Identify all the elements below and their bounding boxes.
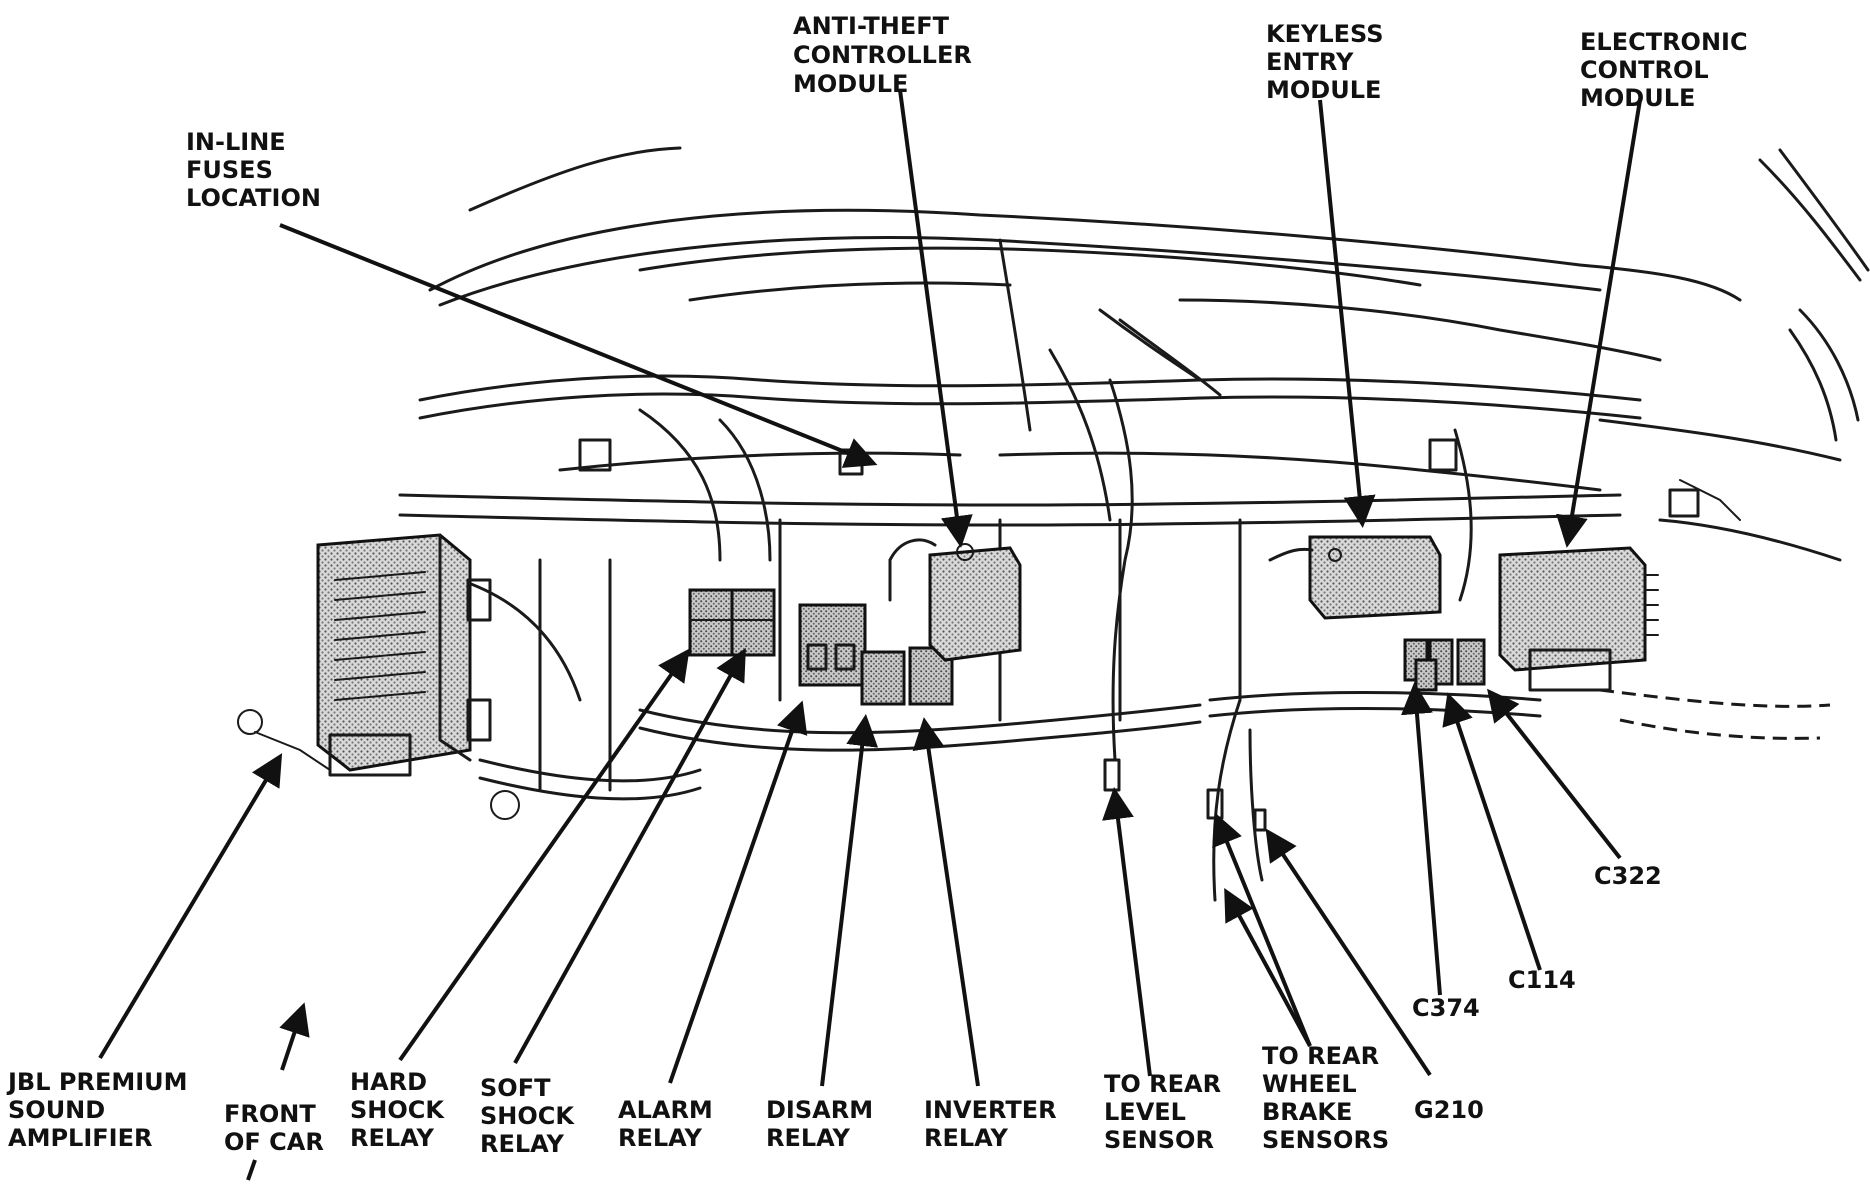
label-electronic-control: ELECTRONIC CONTROL MODULE xyxy=(1580,28,1756,112)
label-disarm-relay: DISARM RELAY xyxy=(766,1096,881,1152)
callout-labels: ANTI-THEFT CONTROLLER MODULE KEYLESS ENT… xyxy=(6,12,1756,1158)
label-jbl-amplifier: JBL PREMIUM SOUND AMPLIFIER xyxy=(6,1068,196,1152)
label-g210: G210 xyxy=(1414,1096,1484,1124)
label-soft-shock-relay: SOFT SHOCK RELAY xyxy=(480,1074,582,1158)
arrow-brake-1 xyxy=(1212,812,1312,1047)
arrow-hard-shock xyxy=(398,648,690,1062)
label-keyless-entry: KEYLESS ENTRY MODULE xyxy=(1266,20,1392,104)
arrow-disarm xyxy=(820,714,879,1087)
label-alarm-relay: ALARM RELAY xyxy=(618,1096,721,1152)
label-inverter-relay: INVERTER RELAY xyxy=(924,1096,1065,1152)
shock-relay-block xyxy=(688,588,776,657)
label-c114: C114 xyxy=(1508,966,1576,994)
label-front-of-car: FRONT OF CAR xyxy=(224,1100,324,1156)
arrow-front xyxy=(279,1002,310,1071)
arrow-anti-theft xyxy=(898,89,973,548)
hard-shock-relay-unit xyxy=(688,588,734,657)
alarm-relay-unit xyxy=(798,603,867,687)
vehicle-outline xyxy=(237,146,1870,902)
c322-connector xyxy=(1456,638,1486,686)
label-rear-wheel-brake-sensors: TO REAR WHEEL BRAKE SENSORS xyxy=(1262,1042,1389,1154)
leader-lines xyxy=(98,89,1642,1181)
arrow-keyless xyxy=(1318,99,1376,528)
arrow-inline-fuses xyxy=(279,223,878,468)
label-hard-shock-relay: HARD SHOCK RELAY xyxy=(350,1068,452,1152)
label-c322: C322 xyxy=(1594,862,1662,890)
arrow-g210 xyxy=(1265,828,1432,1077)
arrow-front-tail xyxy=(246,1159,257,1181)
jbl-amplifier-unit xyxy=(316,533,492,777)
arrow-c322 xyxy=(1487,688,1622,860)
soft-shock-relay-unit xyxy=(730,588,776,657)
disarm-relay-unit xyxy=(860,650,906,706)
label-anti-theft: ANTI-THEFT CONTROLLER MODULE xyxy=(793,12,980,98)
arrow-c114 xyxy=(1442,692,1542,971)
keyless-entry-module-unit xyxy=(1268,535,1442,620)
arrow-c374 xyxy=(1401,682,1442,996)
arrow-ecm xyxy=(1556,99,1642,548)
components xyxy=(316,533,1659,777)
electronic-control-module-unit xyxy=(1498,546,1659,692)
connector-cluster xyxy=(1403,638,1486,692)
label-rear-level-sensor: TO REAR LEVEL SENSOR xyxy=(1104,1070,1229,1154)
label-c374: C374 xyxy=(1412,994,1480,1022)
arrow-jbl xyxy=(98,753,283,1060)
arrow-inverter xyxy=(912,717,980,1087)
arrow-brake-2 xyxy=(1224,887,1312,1047)
arrow-soft-shock xyxy=(513,648,746,1064)
anti-theft-module-unit xyxy=(888,538,1022,662)
label-inline-fuses: IN-LINE FUSES LOCATION xyxy=(186,128,321,212)
arrow-alarm xyxy=(668,700,808,1084)
arrow-rear-level xyxy=(1102,787,1152,1077)
